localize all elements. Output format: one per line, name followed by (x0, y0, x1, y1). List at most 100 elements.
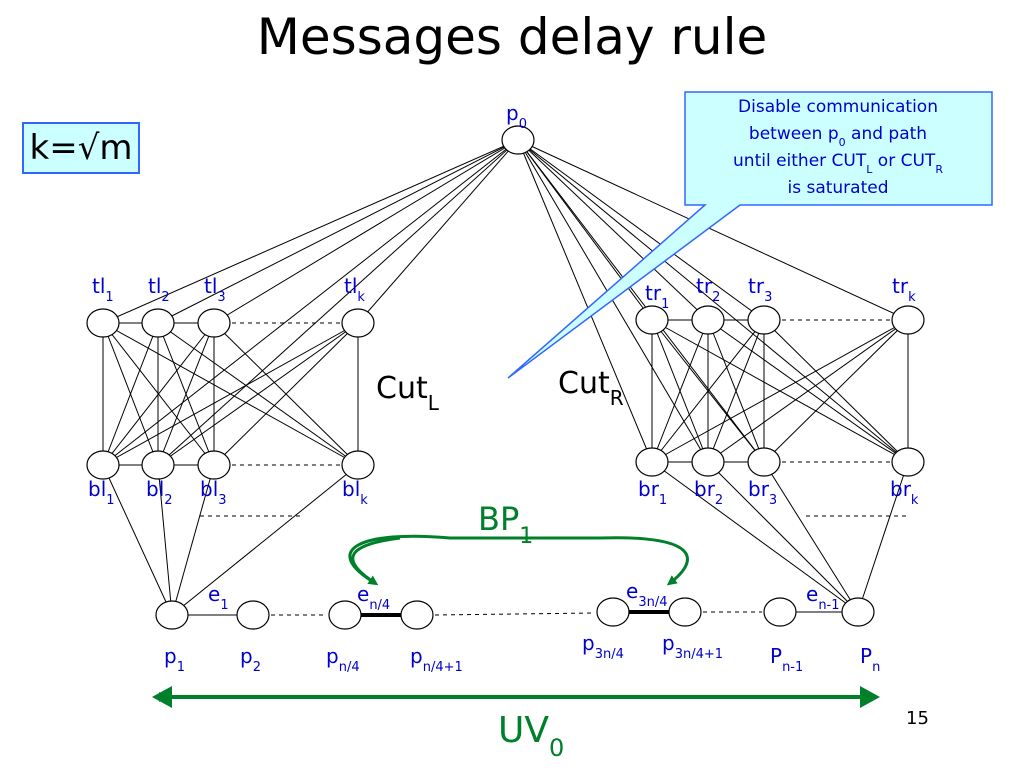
node-bl2 (141, 450, 175, 480)
label-pn-sub: n (872, 660, 880, 675)
node-tr3 (747, 305, 781, 335)
dashed-pn41-p3n4 (434, 612, 596, 616)
edge-p0-tr3 (517, 139, 765, 321)
cut-right-label-sub: R (610, 386, 624, 410)
label-br1: br1 (638, 477, 667, 508)
label-br1-base: br (638, 477, 660, 501)
edge-tl2-bl1 (102, 322, 159, 466)
cut-right-label-base: Cut (558, 366, 610, 401)
label-trk-sub: k (908, 290, 916, 305)
edge-brk-pn (857, 461, 909, 613)
node-trk (891, 305, 925, 335)
edge-bl1-p1 (102, 464, 173, 616)
green-arrows (152, 534, 880, 708)
label-en1-base: e (806, 582, 818, 606)
edge-p0-tl3 (213, 139, 519, 324)
label-bl3: bl3 (200, 477, 227, 508)
node-tr1 (635, 305, 669, 335)
label-bl3-base: bl (200, 477, 218, 501)
callout-line2: between p0 and path (749, 124, 927, 149)
node-p1 (155, 600, 189, 630)
node-tl2 (141, 308, 175, 338)
label-brk-sub: k (911, 493, 919, 508)
label-tl1-base: tl (92, 274, 105, 298)
edge-tl3-bl2 (157, 322, 215, 466)
label-en4: en/4 (357, 582, 390, 613)
label-pn41-base: p (410, 644, 423, 668)
label-p0-base: p (506, 101, 519, 125)
uv0-arrowhead-left (152, 686, 172, 708)
bp1-label-sub: 1 (519, 524, 533, 549)
label-br1-sub: 1 (659, 493, 667, 508)
label-pn1: Pn-1 (770, 644, 803, 675)
label-tr1-base: tr (645, 281, 662, 305)
label-bl1: bl1 (88, 477, 115, 508)
label-tl2: tl2 (148, 274, 170, 305)
cut-left-label-sub: L (428, 391, 440, 415)
label-br2-sub: 2 (715, 493, 723, 508)
node-tl3 (197, 308, 231, 338)
node-blk (341, 450, 375, 480)
bp1-label-base: BP (478, 500, 519, 538)
edge-p0-tl2 (157, 139, 519, 324)
label-pn1-base: P (770, 644, 782, 668)
label-pn41: pn/4+1 (410, 644, 463, 675)
label-bl3-sub: 3 (218, 493, 226, 508)
label-p3n4-sub: 3n/4 (595, 647, 624, 662)
edge-p0-br2 (517, 139, 709, 463)
label-p3n41-sub: 3n/4+1 (675, 647, 723, 662)
label-pn: Pn (860, 644, 880, 675)
edge-p0-tlk (357, 139, 519, 324)
cut-left-label-base: Cut (376, 371, 428, 406)
edge-trk-br3 (763, 319, 909, 463)
node-pn41 (400, 600, 434, 630)
label-pn4: pn/4 (326, 644, 360, 675)
node-p3n41 (668, 597, 702, 627)
dashed-edges (200, 319, 906, 616)
node-p3n4 (596, 597, 630, 627)
label-p1: p1 (164, 644, 185, 675)
label-p2-sub: 2 (253, 660, 261, 675)
label-trk: trk (892, 274, 916, 305)
edge-p0-tl1 (102, 139, 519, 324)
edge-bl2-p1 (157, 464, 173, 616)
label-tl1: tl1 (92, 274, 114, 305)
label-p2-base: p (240, 644, 253, 668)
label-bl1-base: bl (88, 477, 106, 501)
label-tl2-base: tl (148, 274, 161, 298)
node-pn (841, 597, 875, 627)
label-tl2-sub: 2 (161, 290, 169, 305)
label-bl2: bl2 (146, 477, 173, 508)
edge-br3-pn (763, 461, 859, 613)
edge-tlk-bl2 (157, 322, 359, 466)
label-p1-sub: 1 (177, 660, 185, 675)
node-br1 (635, 447, 669, 477)
label-blk-sub: k (360, 493, 368, 508)
label-en4-base: e (357, 582, 369, 606)
callout-line4: is saturated (787, 178, 888, 198)
edge-br2-pn (707, 461, 859, 613)
label-pn4-sub: n/4 (339, 660, 360, 675)
node-bl1 (86, 450, 120, 480)
edge-p0-tr2 (517, 139, 709, 321)
callout-line3-part: or CUT (872, 151, 936, 171)
node-brk (891, 447, 925, 477)
node-tl1 (86, 308, 120, 338)
label-trk-base: tr (892, 274, 909, 298)
label-tlk: tlk (344, 274, 365, 305)
label-blk-base: bl (342, 477, 360, 501)
label-br3: br3 (748, 477, 777, 508)
bp1-arrow-left (351, 536, 401, 586)
label-tr1: tr1 (645, 281, 669, 312)
label-tr1-sub: 1 (661, 297, 669, 312)
uv0-arrowhead-right (860, 686, 880, 708)
label-tlk-sub: k (357, 290, 365, 305)
node-tlk (341, 308, 375, 338)
edge-tr2-br1 (651, 319, 709, 463)
label-br3-base: br (748, 477, 770, 501)
callout-line4-part: is saturated (787, 178, 888, 198)
uv0-label-sub: 0 (549, 734, 564, 762)
